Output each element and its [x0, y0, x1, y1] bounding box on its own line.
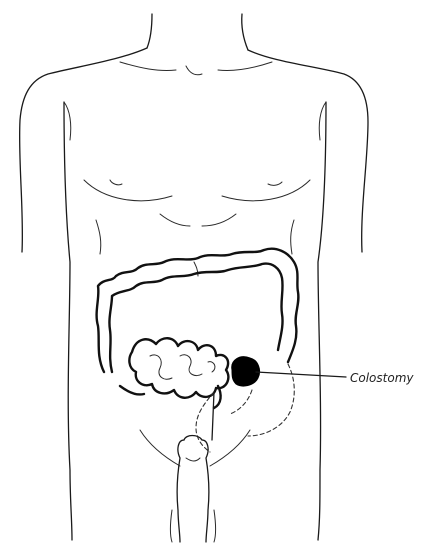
callout-leader-line — [256, 372, 346, 377]
colostomy-label: Colostomy — [350, 371, 414, 385]
pelvis-outline — [140, 430, 250, 542]
colostomy-callout: Colostomy — [256, 371, 414, 385]
colostomy-stoma — [232, 357, 260, 386]
small-intestine — [120, 338, 228, 408]
large-intestine — [97, 249, 299, 372]
